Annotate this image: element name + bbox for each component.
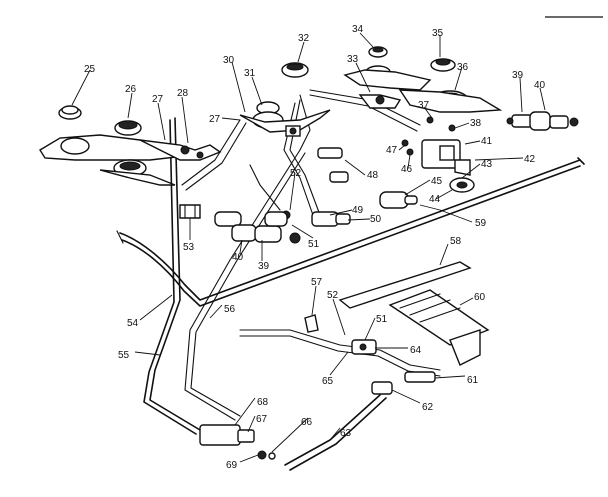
callout-52: 52	[327, 290, 339, 301]
left-burner-assembly	[39, 105, 222, 186]
callout-27: 27	[209, 114, 221, 125]
callout-49: 49	[352, 205, 364, 216]
tube-61-63	[284, 371, 436, 471]
callout-56: 56	[224, 304, 236, 315]
callout-36: 36	[457, 62, 469, 73]
callout-57: 57	[311, 277, 323, 288]
callout-68: 68	[257, 397, 269, 408]
callout-69: 69	[226, 460, 238, 471]
callout-43: 43	[481, 159, 493, 170]
callout-42: 42	[524, 154, 536, 165]
safety-valve	[401, 139, 475, 193]
pilot-tube-56	[184, 149, 306, 421]
callout-66: 66	[301, 417, 313, 428]
bracket-53	[179, 204, 201, 219]
center-burner-assembly	[239, 62, 331, 137]
lower-left-valves	[214, 211, 301, 244]
upper-right-valves	[506, 111, 579, 131]
callout-58: 58	[450, 236, 462, 247]
upper-burner-tubes	[181, 89, 421, 219]
callout-59: 59	[475, 218, 487, 229]
callout-50: 50	[370, 214, 382, 225]
callout-32: 32	[298, 33, 310, 44]
callout-40: 40	[534, 80, 546, 91]
callout-labels: 25 26 27 28 30 27 31 32 33 34 35 36 39 4…	[84, 24, 546, 471]
callout-46: 46	[401, 164, 413, 175]
callout-54: 54	[127, 318, 139, 329]
callout-38: 38	[470, 118, 482, 129]
callout-39: 39	[258, 261, 270, 272]
callout-61: 61	[467, 375, 479, 386]
callout-39: 39	[512, 70, 524, 81]
callout-62: 62	[422, 402, 434, 413]
lower-pilot-assembly	[239, 329, 441, 377]
callout-25: 25	[84, 64, 96, 75]
callout-60: 60	[474, 292, 486, 303]
pilot-supply-tube-55	[143, 117, 201, 435]
callout-55: 55	[118, 350, 130, 361]
callout-35: 35	[432, 28, 444, 39]
callout-51: 51	[376, 314, 388, 325]
valve-45	[379, 191, 418, 209]
callout-65: 65	[322, 376, 334, 387]
callout-67: 67	[256, 414, 268, 425]
callout-52: 52	[290, 168, 302, 179]
callout-28: 28	[177, 88, 189, 99]
callout-26: 26	[125, 84, 137, 95]
leader-lines	[71, 32, 546, 463]
bracket-57	[304, 314, 319, 333]
callout-63: 63	[340, 428, 352, 439]
callout-40: 40	[232, 252, 244, 263]
valve-49-50	[281, 210, 351, 227]
callout-30: 30	[223, 55, 235, 66]
callout-64: 64	[410, 345, 422, 356]
callout-51: 51	[308, 239, 320, 250]
callout-48: 48	[367, 170, 379, 181]
callout-27: 27	[152, 94, 164, 105]
callout-45: 45	[431, 176, 443, 187]
callout-44: 44	[429, 194, 441, 205]
callout-41: 41	[481, 136, 493, 147]
valve-48	[317, 147, 349, 183]
callout-47: 47	[386, 145, 398, 156]
broiler-burner-58-60	[338, 261, 490, 366]
thermostat-assembly	[199, 424, 276, 460]
callout-31: 31	[244, 68, 256, 79]
callout-34: 34	[352, 24, 364, 35]
callout-33: 33	[347, 54, 359, 65]
main-manifold-pipe	[116, 157, 585, 307]
callout-53: 53	[183, 242, 195, 253]
callout-37: 37	[418, 100, 430, 111]
